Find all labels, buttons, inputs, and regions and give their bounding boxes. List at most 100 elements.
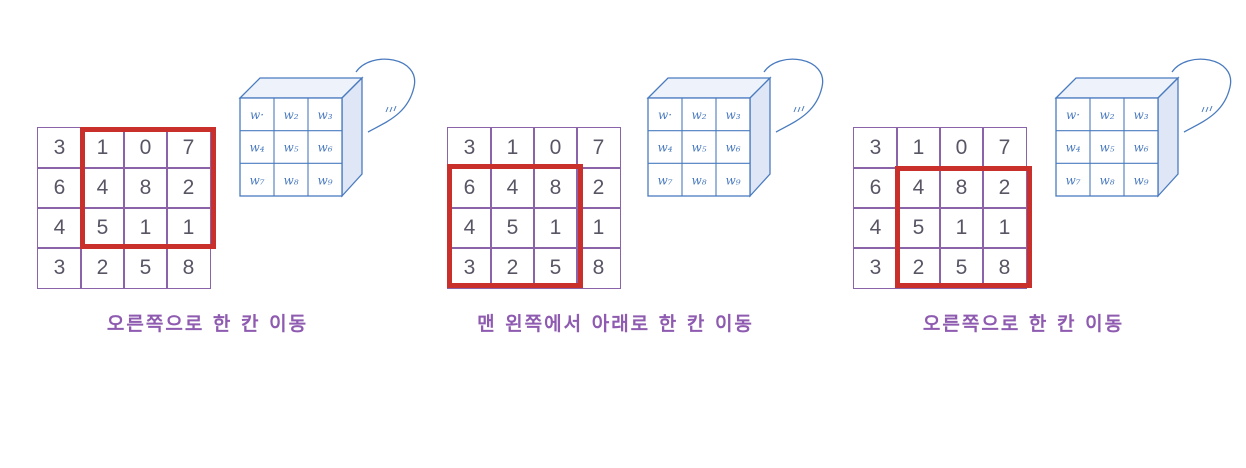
grid-cell: 1: [939, 207, 984, 249]
grid-cell: 0: [533, 127, 578, 169]
grid-cell: 1: [80, 127, 125, 169]
kernel-weight: w₄: [657, 141, 672, 155]
grid-cell: 7: [576, 127, 621, 169]
loop-line: [1171, 58, 1232, 133]
grid-cell: 4: [37, 207, 82, 249]
kernel-weight: w₇: [1065, 173, 1080, 187]
grid-cell: 2: [490, 247, 535, 289]
kernel-weight: w·: [250, 108, 264, 122]
grid-cell: 3: [447, 127, 492, 169]
cube-top-face: [238, 77, 364, 99]
grid-cell: 1: [490, 127, 535, 169]
cube-side-face: [341, 76, 363, 198]
grid-cell: 7: [166, 127, 211, 169]
grid-cell: 3: [447, 247, 492, 289]
grid-cell: 5: [490, 207, 535, 249]
kernel-weight: w₃: [725, 108, 740, 122]
cube-side-face: [1157, 76, 1179, 198]
grid-cell: 8: [939, 167, 984, 209]
kernel-weight: w₉: [1133, 173, 1148, 187]
grid-cell: 3: [37, 127, 82, 169]
kernel-weight: w₄: [249, 141, 264, 155]
grid-cell: 4: [80, 167, 125, 209]
grid-cell: 2: [576, 167, 621, 209]
kernel-weight: w₇: [249, 173, 264, 187]
tick-marks: [793, 105, 805, 113]
kernel-weight: w₈: [283, 173, 298, 187]
grid-cell: 1: [982, 207, 1027, 249]
caption: 맨 왼쪽에서 아래로 한 칸 이동: [477, 313, 754, 335]
caption: 오른쪽으로 한 칸 이동: [922, 313, 1125, 335]
grid-cell: 6: [37, 167, 82, 209]
cube-top-face: [646, 77, 772, 99]
kernel-weight: w₇: [657, 173, 672, 187]
kernel-weight: w₅: [691, 141, 706, 155]
grid-cell: 5: [533, 247, 578, 289]
grid-cell: 5: [896, 207, 941, 249]
grid-cell: 5: [123, 247, 168, 289]
tick-marks: [1201, 105, 1213, 113]
grid-cell: 8: [533, 167, 578, 209]
grid-cell: 6: [447, 167, 492, 209]
kernel-weight: w₂: [1099, 108, 1114, 122]
grid-cell: 2: [166, 167, 211, 209]
kernel-weight: w₃: [317, 108, 332, 122]
grid-cell: 2: [80, 247, 125, 289]
filter-cube: w· w₂ w₃ w₄ w₅ w₆ w₇ w₈ w₉: [646, 58, 824, 198]
grid-cell: 8: [982, 247, 1027, 289]
grid-cell: 4: [490, 167, 535, 209]
kernel-weight: w₆: [725, 141, 740, 155]
filter-cube: w· w₂ w₃ w₄ w₅ w₆ w₇ w₈ w₉: [1054, 58, 1232, 198]
kernel-weight: w₅: [1099, 141, 1114, 155]
filter-cube: w· w₂ w₃ w₄ w₅ w₆ w₇ w₈ w₉: [238, 58, 416, 198]
grid-cell: 3: [853, 247, 898, 289]
grid-cell: 1: [123, 207, 168, 249]
grid-cell: 4: [447, 207, 492, 249]
tick-marks: [385, 105, 397, 113]
grid-cell: 8: [576, 247, 621, 289]
grid-cell: 1: [166, 207, 211, 249]
kernel-weight: w·: [1066, 108, 1080, 122]
kernel-weight: w₃: [1133, 108, 1148, 122]
grid-cell: 6: [853, 167, 898, 209]
grid-cell: 0: [939, 127, 984, 169]
grid-cell: 1: [576, 207, 621, 249]
kernel-weight: w₈: [691, 173, 706, 187]
cube-front-face: [1055, 97, 1159, 197]
grid-cell: 3: [37, 247, 82, 289]
cube-side-face: [749, 76, 771, 198]
kernel-weight: w₄: [1065, 141, 1080, 155]
kernel-weight: w₆: [1133, 141, 1148, 155]
loop-line: [355, 58, 416, 133]
kernel-weight: w₂: [691, 108, 706, 122]
grid-cell: 0: [123, 127, 168, 169]
grid-cell: 4: [853, 207, 898, 249]
grid-cell: 4: [896, 167, 941, 209]
cube-front-face: [239, 97, 343, 197]
grid-cell: 3: [853, 127, 898, 169]
grid-cell: 5: [80, 207, 125, 249]
kernel-weight: w₉: [725, 173, 740, 187]
grid-cell: 5: [939, 247, 984, 289]
grid-cell: 7: [982, 127, 1027, 169]
cube-front-face: [647, 97, 751, 197]
kernel-weight: w·: [658, 108, 672, 122]
kernel-weight: w₅: [283, 141, 298, 155]
grid-cell: 8: [123, 167, 168, 209]
kernel-weight: w₆: [317, 141, 332, 155]
kernel-weight: w₂: [283, 108, 298, 122]
grid-cell: 8: [166, 247, 211, 289]
grid-cell: 2: [896, 247, 941, 289]
kernel-weight: w₉: [317, 173, 332, 187]
loop-line: [763, 58, 824, 133]
caption: 오른쪽으로 한 칸 이동: [106, 313, 309, 335]
grid-cell: 1: [896, 127, 941, 169]
kernel-weight: w₈: [1099, 173, 1114, 187]
grid-cell: 2: [982, 167, 1027, 209]
